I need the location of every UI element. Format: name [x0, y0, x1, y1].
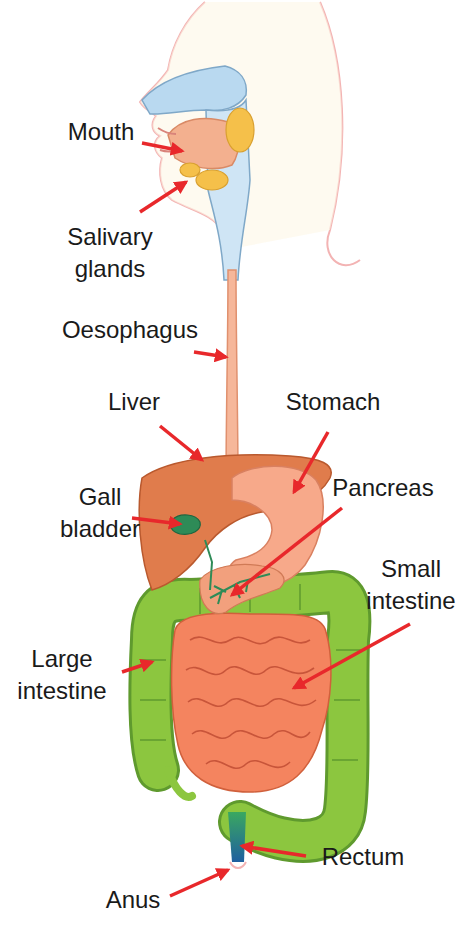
part-label: Mouth [56, 116, 146, 148]
oesophagus [226, 270, 238, 480]
leader-arrow [294, 624, 410, 688]
leader-arrow [232, 508, 342, 595]
leader-arrow [160, 426, 202, 460]
part-label: Gall bladder [42, 481, 158, 545]
leader-arrow [294, 432, 328, 492]
part-label: Liver [94, 386, 174, 418]
leader-arrow [170, 870, 228, 896]
salivary-gland [180, 163, 200, 177]
intestine-loops [186, 637, 316, 768]
large-intestine [150, 592, 349, 841]
large-intestine [150, 592, 349, 841]
part-label: Stomach [270, 386, 396, 418]
part-label: Large intestine [2, 643, 122, 707]
part-label: Pancreas [318, 472, 448, 504]
part-label: Small intestine [350, 553, 472, 617]
salivary-gland [226, 108, 254, 152]
rectum [228, 812, 246, 862]
leader-arrow [142, 143, 182, 151]
part-label: Rectum [308, 841, 418, 873]
leader-arrows [122, 143, 410, 896]
appendix [168, 770, 192, 797]
nasal-cavity [142, 66, 246, 114]
leader-arrow [140, 182, 186, 212]
leader-arrow [194, 352, 226, 357]
salivary-gland [196, 170, 228, 190]
leader-arrow [242, 846, 306, 856]
part-label: Anus [96, 884, 170, 916]
anus [230, 862, 246, 868]
part-label: Oesophagus [38, 314, 222, 346]
small-intestine [172, 613, 331, 792]
part-label: Salivary glands [50, 221, 170, 285]
leader-arrow [122, 662, 152, 672]
